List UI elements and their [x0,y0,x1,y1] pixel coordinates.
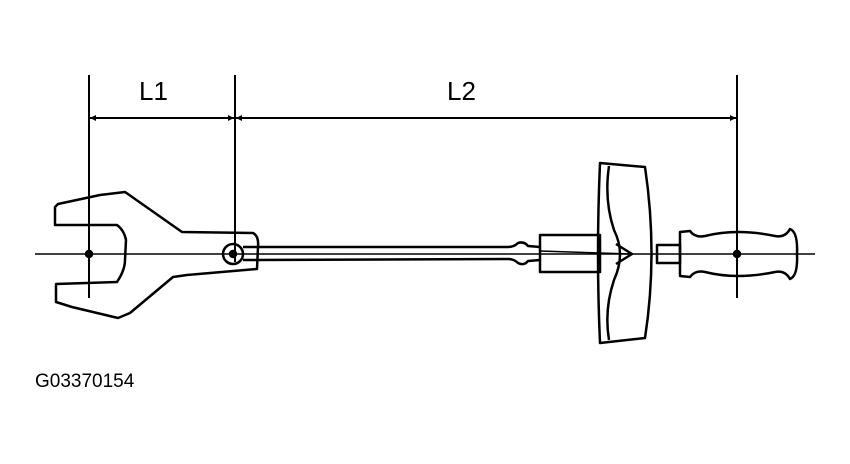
pointer-line [539,250,631,255]
pointer-tip [615,242,634,266]
dial-inner-curve [606,165,622,341]
pivot-point [228,249,238,259]
figure-code: G03370154 [35,371,135,392]
shaft [242,241,541,266]
open-end-wrench-head [53,190,260,320]
handle-center-point [732,249,742,259]
pivot-ring [221,242,245,266]
handle-grip [678,227,799,281]
dimension-label-l1: L1 [139,76,168,106]
dial-body [596,161,653,345]
dimension-label-l2: L2 [447,76,476,106]
jaw-center-point [84,249,94,259]
